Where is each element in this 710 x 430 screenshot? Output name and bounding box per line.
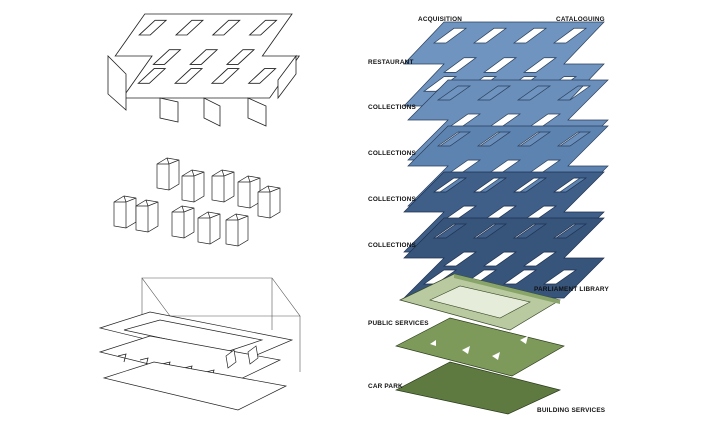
- core-block: [181, 169, 205, 203]
- core-block: [156, 157, 180, 191]
- label-collections-3: COLLECTIONS: [368, 196, 417, 203]
- core-block: [113, 195, 137, 229]
- slab-parliament-library: [399, 273, 561, 331]
- label-restaurant: RESTAURANT: [368, 59, 414, 66]
- label-building-services: BUILDING SERVICES: [537, 407, 606, 414]
- label-collections-2: COLLECTIONS: [368, 150, 417, 157]
- core-block: [237, 175, 261, 209]
- label-collections-4: COLLECTIONS: [368, 242, 417, 249]
- core-block: [135, 199, 159, 233]
- core-block: [225, 213, 249, 247]
- label-parliament-library: PARLIAMENT LIBRARY: [534, 286, 609, 293]
- base-slabs-outline: [98, 277, 301, 411]
- slab-public-services: [395, 317, 565, 377]
- roof-lattice-outline: [107, 13, 307, 127]
- core-block: [171, 205, 195, 239]
- core-block: [257, 185, 281, 219]
- core-block: [197, 211, 221, 245]
- vertical-cores: [113, 157, 281, 247]
- label-public-services: PUBLIC SERVICES: [368, 320, 429, 327]
- label-collections-1: COLLECTIONS: [368, 104, 417, 111]
- label-acquisition: ACQUISITION: [418, 16, 462, 23]
- slab-car-park: [394, 361, 562, 415]
- label-cataloguing: CATALOGUING: [556, 16, 605, 23]
- core-block: [211, 169, 235, 203]
- label-car-park: CAR PARK: [368, 383, 403, 390]
